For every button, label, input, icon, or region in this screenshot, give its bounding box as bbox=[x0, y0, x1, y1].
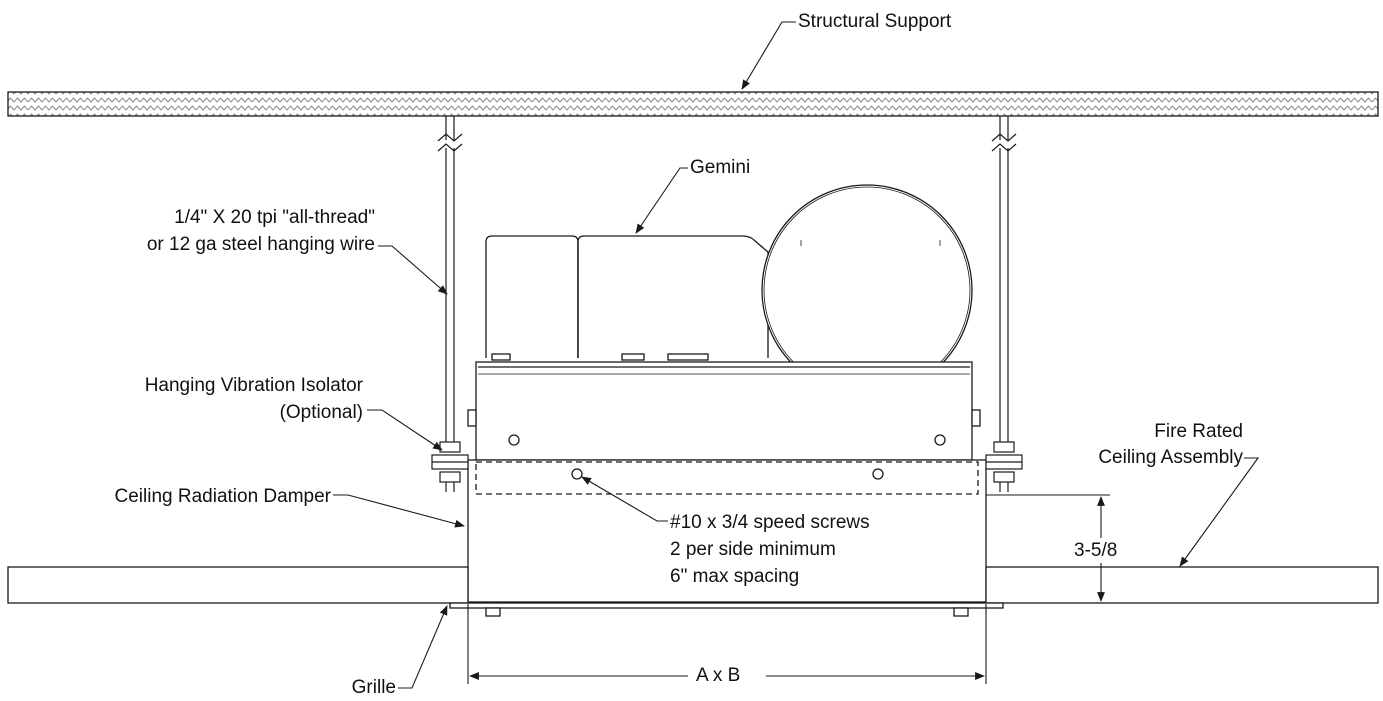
leader-lines bbox=[333, 21, 1260, 689]
hanger-rod-left bbox=[437, 116, 463, 450]
fire-rated-label-line1: Fire Rated bbox=[1154, 421, 1243, 442]
structural-support-slab bbox=[7, 91, 1379, 117]
vibration-isolator-right bbox=[985, 441, 1023, 492]
dimension-width-label: A x B bbox=[696, 665, 741, 686]
screws-label-line2: 2 per side minimum bbox=[670, 539, 836, 560]
hanger-rod-right bbox=[991, 116, 1017, 450]
hanger-label-line2: or 12 ga steel hanging wire bbox=[146, 234, 375, 255]
fire-rated-ceiling bbox=[7, 566, 1379, 604]
structural-support-label: Structural Support bbox=[798, 11, 952, 32]
hanger-label-line1: 1/4" X 20 tpi "all-thread" bbox=[174, 207, 375, 228]
gemini-fan-unit bbox=[485, 184, 973, 396]
ceiling-radiation-damper bbox=[467, 459, 987, 603]
damper-label: Ceiling Radiation Damper bbox=[114, 486, 332, 507]
vibration-isolator-left bbox=[431, 441, 469, 492]
dimension-height-label: 3-5/8 bbox=[1074, 540, 1118, 561]
screws-label-line3: 6" max spacing bbox=[670, 566, 800, 587]
grille bbox=[449, 602, 1004, 617]
grille-label: Grille bbox=[351, 677, 396, 698]
screws-label-line1: #10 x 3/4 speed screws bbox=[670, 512, 870, 533]
dimension-lines bbox=[467, 494, 1110, 684]
isolator-label-line1: Hanging Vibration Isolator bbox=[144, 375, 363, 396]
gemini-label: Gemini bbox=[690, 157, 751, 178]
damper-housing bbox=[467, 361, 981, 461]
fire-rated-label-line2: Ceiling Assembly bbox=[1098, 447, 1243, 468]
isolator-label-line2: (Optional) bbox=[279, 402, 363, 423]
